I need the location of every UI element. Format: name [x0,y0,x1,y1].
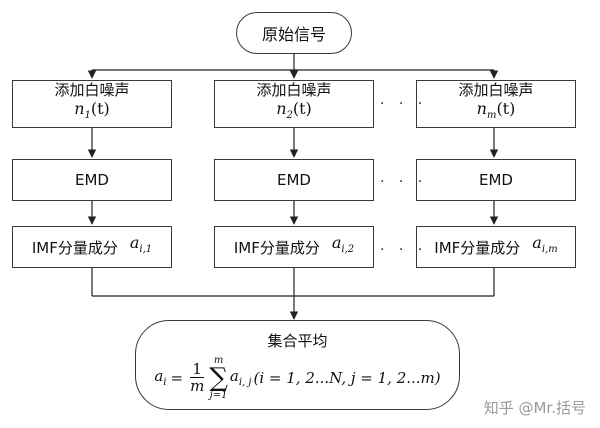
ellipsis-imf: . . . [380,238,428,254]
imf-box-2: IMF分量成分 ai,2 [214,226,374,268]
original-signal-node: 原始信号 [236,12,352,54]
ensemble-average-node: 集合平均 ai = 1 m m ∑ j=1 ai, j (i = 1, 2...… [135,320,460,410]
imf-label: IMF分量成分 [31,238,118,257]
imf-symbol-1: ai,1 [129,233,153,256]
formula-lhs: ai [154,367,167,388]
noise-symbol-2: n2(t) [276,99,312,122]
emd-label: EMD [479,171,513,189]
emd-box-1: EMD [12,159,172,201]
imf-label: IMF分量成分 [434,238,521,257]
formula-sum: m ∑ j=1 [209,354,228,401]
formula-fraction: 1 m [190,360,205,395]
imf-box-1: IMF分量成分 ai,1 [12,226,172,268]
add-noise-label: 添加白噪声 [54,81,130,100]
formula-term: ai, j [229,367,252,388]
imf-symbol-m: ai,m [532,233,558,256]
formula-equals: = [170,368,184,387]
noise-symbol-1: n1(t) [74,99,110,122]
add-noise-box-m: 添加白噪声 nm(t) [416,80,576,128]
emd-box-m: EMD [416,159,576,201]
ellipsis-noise: . . . [380,92,428,108]
imf-label: IMF分量成分 [233,238,320,257]
ensemble-title: 集合平均 [267,331,328,350]
emd-box-2: EMD [214,159,374,201]
add-noise-label: 添加白噪声 [256,81,332,100]
add-noise-box-2: 添加白噪声 n2(t) [214,80,374,128]
ellipsis-emd: . . . [380,170,428,186]
ensemble-formula: ai = 1 m m ∑ j=1 ai, j (i = 1, 2...N, j … [154,355,440,401]
original-signal-label: 原始信号 [261,25,326,44]
watermark: 知乎 @Mr.括号 [483,399,586,417]
add-noise-box-1: 添加白噪声 n1(t) [12,80,172,128]
formula-condition: (i = 1, 2...N, j = 1, 2...m) [253,368,441,387]
add-noise-label: 添加白噪声 [458,81,534,100]
noise-symbol-m: nm(t) [476,99,516,122]
imf-symbol-2: ai,2 [331,233,355,256]
imf-box-m: IMF分量成分 ai,m [416,226,576,268]
emd-label: EMD [277,171,311,189]
emd-label: EMD [75,171,109,189]
